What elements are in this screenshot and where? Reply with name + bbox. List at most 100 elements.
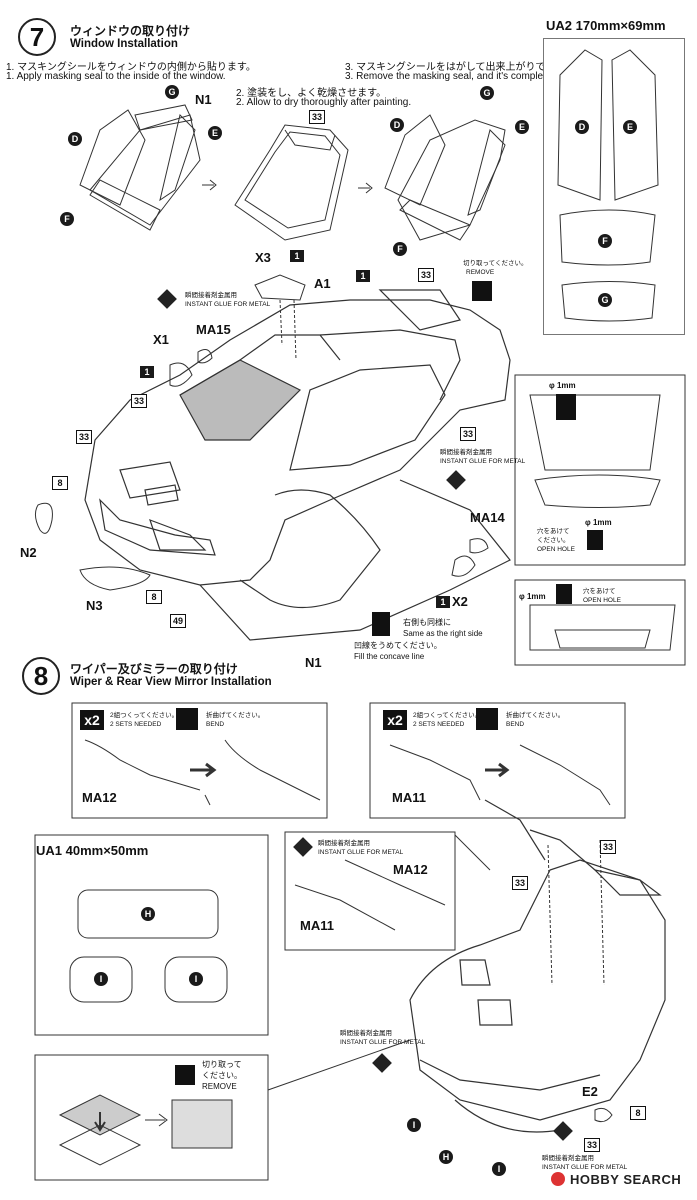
label-ma12-box: MA12	[82, 790, 117, 805]
label-1-x2: 1	[436, 596, 450, 608]
bend-icon-2	[476, 708, 498, 730]
ua1-label-i-2: I	[189, 972, 203, 986]
ua2-mask-f	[559, 209, 656, 266]
ua2-mask-e	[611, 49, 659, 201]
drill-icon-1	[556, 394, 576, 420]
ua2-mask-d	[557, 49, 603, 201]
label-33-front: 33	[584, 1138, 600, 1152]
label-33-rear: 33	[418, 268, 434, 282]
label-1-x1: 1	[140, 366, 154, 378]
glue-en-3: INSTANT GLUE FOR METAL	[318, 849, 404, 856]
part-n3	[79, 566, 151, 591]
sets-jp-2: 2組つくってください。	[413, 712, 482, 719]
glue-jp-1: 瞬間接着剤金属用	[185, 292, 237, 299]
step-7-title-jp: ウィンドウの取り付け	[70, 24, 191, 38]
glue-en-1: INSTANT GLUE FOR METAL	[185, 301, 271, 308]
label-g-1: G	[165, 85, 179, 99]
hole-size-1: φ 1mm	[549, 381, 576, 390]
ua2-panel	[543, 38, 685, 335]
arrow-1	[202, 179, 217, 191]
sets-en-2: 2 SETS NEEDED	[413, 721, 465, 728]
step-7-number: 7	[18, 18, 56, 56]
bend-jp-1: 折曲げてください。	[206, 712, 265, 719]
hole-panel-outline	[514, 374, 686, 666]
ua1-title: UA1 40mm×50mm	[36, 843, 149, 858]
wiper-ma11-detail	[294, 884, 396, 931]
ua2-label-d: D	[575, 120, 589, 134]
label-x1: X1	[153, 332, 169, 347]
ua1-label-i-1: I	[94, 972, 108, 986]
label-a1: A1	[314, 276, 331, 291]
x3-guide	[279, 299, 297, 361]
concave-icon	[372, 612, 390, 636]
mirror-e2	[594, 1107, 613, 1123]
arrow-8b	[485, 762, 510, 778]
hole-size-3: φ 1mm	[519, 592, 546, 601]
ua2-label-e: E	[623, 120, 637, 134]
sets-en-1: 2 SETS NEEDED	[110, 721, 162, 728]
concave-jp: 凹線をうめてください。	[354, 641, 442, 650]
glue-jp-4: 瞬間接着剤金属用	[340, 1030, 392, 1037]
instruction-3-en: 3. Remove the masking seal, and it's com…	[345, 71, 555, 82]
hole-jp-3: 穴をあけて	[583, 588, 616, 595]
label-i-front-1: I	[407, 1118, 421, 1132]
label-x2: X2	[452, 594, 468, 609]
hobby-search-logo-icon	[551, 1172, 565, 1186]
leader-wiper	[454, 834, 491, 871]
instruction-2-jp: 2. 塗装をし、よく乾燥させます。	[236, 88, 387, 99]
glue-en-2: INSTANT GLUE FOR METAL	[440, 458, 526, 465]
bend-jp-2: 折曲げてください。	[506, 712, 565, 719]
label-e-3: E	[515, 120, 529, 134]
arrow-down	[94, 1112, 106, 1132]
label-33-a: 33	[131, 394, 147, 408]
ua1-mask-h	[77, 889, 219, 939]
ua2-mask-g	[561, 281, 656, 322]
glue-en-5: INSTANT GLUE FOR METAL	[542, 1164, 628, 1171]
label-8-b: 8	[146, 590, 162, 604]
ua1-label-h: H	[141, 907, 155, 921]
same-jp: 右側も同様に	[403, 618, 451, 627]
instruction-3-jp: 3. マスキングシールをはがして出来上がりです。	[345, 62, 565, 73]
car-body	[84, 289, 511, 641]
instruction-1-en: 1. Apply masking seal to the inside of t…	[6, 71, 226, 82]
label-ma11-box: MA11	[392, 790, 426, 805]
step-8-number: 8	[22, 657, 60, 695]
box-ma11	[369, 702, 626, 819]
window-piece-3	[384, 114, 506, 241]
hole-jp2-1: ください。	[537, 537, 570, 544]
wiper-ma12-bent	[224, 739, 321, 801]
label-ma11-detail: MA11	[300, 918, 334, 933]
remove-jp-1: 切り取ってください。	[463, 260, 528, 267]
mirror-ma15	[197, 349, 213, 364]
remove-jp3: ください。	[202, 1071, 242, 1080]
window-piece-2	[234, 124, 349, 241]
label-49: 49	[170, 614, 186, 628]
label-33-side: 33	[460, 427, 476, 441]
label-33-wiper-r: 33	[600, 840, 616, 854]
remove-icon-1	[472, 281, 492, 301]
mirror-x2	[451, 555, 476, 577]
bend-icon-1	[176, 708, 198, 730]
ua1-panel	[34, 834, 269, 1036]
glue-jp-2: 瞬間接着剤金属用	[440, 449, 492, 456]
label-g-3: G	[480, 86, 494, 100]
label-n1-top: N1	[195, 92, 212, 107]
leader-removal	[267, 1039, 411, 1091]
label-e-1: E	[208, 126, 222, 140]
hole-size-2: φ 1mm	[585, 518, 612, 527]
concave-en: Fill the concave line	[354, 652, 425, 661]
drill-icon-3	[556, 584, 572, 604]
drill-icon-2	[587, 530, 603, 550]
instruction-2-en: 2. Allow to dry thoroughly after paintin…	[236, 97, 412, 108]
label-n3: N3	[86, 598, 103, 613]
label-ma15: MA15	[196, 322, 231, 337]
label-n1-bottom: N1	[305, 655, 322, 670]
ua2-title: UA2 170mm×69mm	[546, 18, 666, 33]
label-ma12-detail: MA12	[393, 862, 428, 877]
label-x3: X3	[255, 250, 271, 265]
window-piece-1	[79, 104, 201, 231]
label-i-front-2: I	[492, 1162, 506, 1176]
label-1-x3: 1	[290, 250, 304, 262]
label-h-front: H	[439, 1150, 453, 1164]
arrow-8a	[190, 762, 217, 778]
